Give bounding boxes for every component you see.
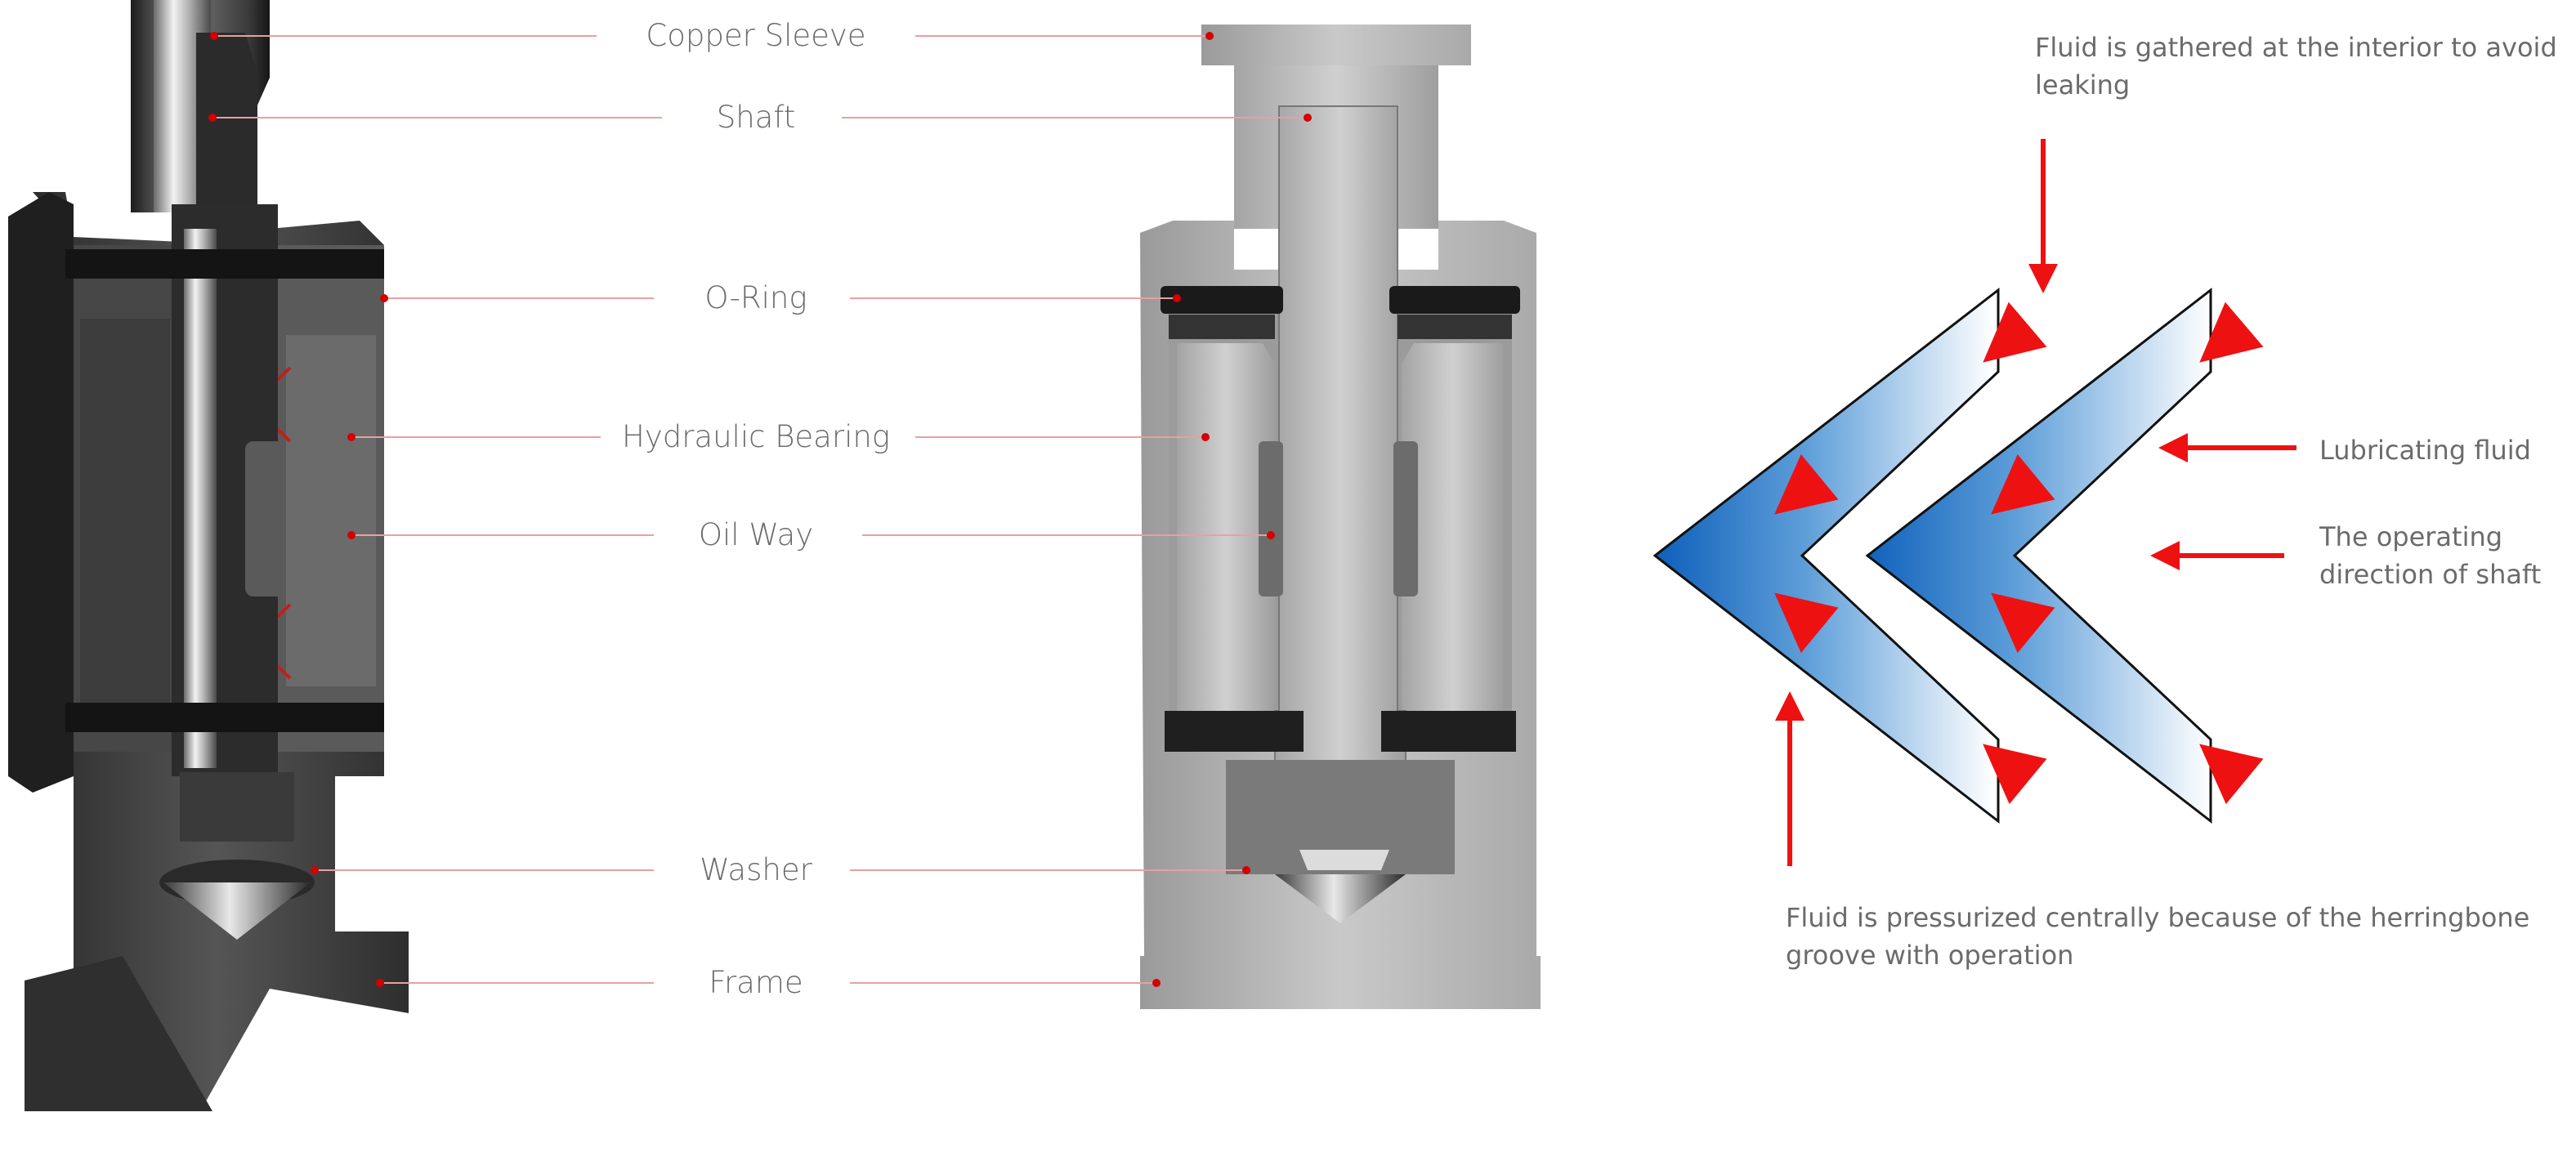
- label-shaft: Shaft: [716, 100, 796, 135]
- note-lubricating-fluid: Lubricating fluid: [2319, 435, 2531, 466]
- note-fluid-gathered: Fluid is gathered at the interior to avo…: [2035, 32, 2557, 101]
- arrow-small: [2199, 302, 2264, 363]
- arrow-small: [1983, 744, 2047, 805]
- flow-arrows: [1774, 139, 2296, 866]
- groove-chevron-left: [1652, 287, 2000, 824]
- note-operating-direction: The operating direction of shaft: [2319, 521, 2542, 590]
- arrow-small: [2199, 744, 2264, 805]
- leader-lines: [212, 35, 1308, 984]
- label-oil-way: Oil Way: [698, 517, 814, 552]
- leader-dots: [208, 32, 1312, 987]
- cross-section-2d: [1140, 25, 1541, 1009]
- label-frame: Frame: [709, 965, 803, 1000]
- arrow-small: [1991, 453, 2055, 515]
- label-o-ring: O-Ring: [704, 280, 807, 315]
- label-hydraulic-bearing: Hydraulic Bearing: [621, 419, 891, 454]
- note-fluid-pressurized: Fluid is pressurized centrally because o…: [1786, 902, 2530, 971]
- label-washer: Washer: [700, 852, 812, 887]
- arrow-small: [1991, 592, 2055, 654]
- arrow-small: [1774, 453, 1839, 515]
- cutaway-3d-render: [8, 0, 409, 1111]
- label-copper-sleeve: Copper Sleeve: [646, 18, 866, 53]
- arrow-small: [1774, 592, 1839, 654]
- herringbone-groove: [1652, 287, 2212, 824]
- arrow-small: [1983, 302, 2047, 363]
- groove-chevron-right: [1865, 287, 2212, 824]
